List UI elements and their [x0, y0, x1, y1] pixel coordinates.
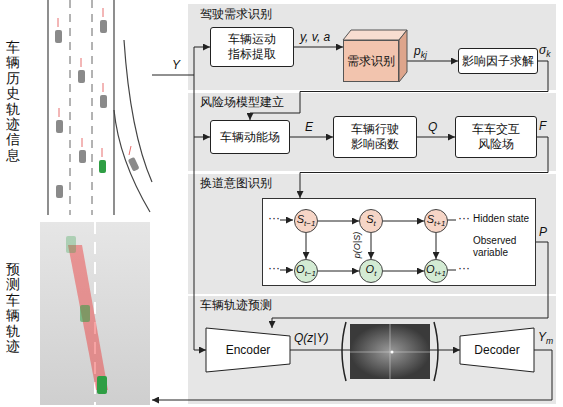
decoder-block: Decoder [460, 328, 534, 372]
node-label: 车辆运动指标提取 [224, 32, 280, 62]
signal-name: Ym [538, 330, 553, 347]
edge-label: σk [539, 43, 551, 60]
ellipsis: ··· [458, 261, 470, 275]
flow-arrow [417, 137, 455, 138]
observed-variable: Ot+1 [424, 259, 448, 283]
edge-label: E [305, 120, 313, 134]
cube-side [399, 30, 407, 82]
edge-label: pkj [414, 44, 427, 61]
node-label: 车车交互风险场 [468, 122, 524, 152]
process-box: 车车交互风险场 [455, 116, 537, 158]
flow-arrow [383, 271, 424, 272]
node-label: St+1 [427, 214, 446, 228]
hidden-state: St+1 [424, 209, 448, 233]
panel-ground [188, 296, 556, 404]
stage-band: 驾驶需求识别车辆运动指标提取需求识别 影响因子求解 [188, 4, 556, 90]
edge-label: p(O|S) [352, 232, 363, 258]
panel-ground [188, 4, 556, 90]
road-illustration [42, 0, 152, 215]
trapezoid [460, 328, 534, 372]
prediction-illustration [40, 222, 150, 405]
flow-arrow [318, 221, 359, 222]
edge-label: F [539, 119, 546, 133]
node-label: St [366, 214, 376, 228]
node-label: Ot [366, 264, 377, 278]
observed-variable: Ot [359, 259, 383, 283]
panel-title: 驾驶需求识别 [200, 7, 272, 21]
ellipsis: ··· [268, 261, 280, 275]
panel-ground [188, 93, 556, 171]
stage-band: 风险场模型建立车辆动能场 车辆行驶影响函数 车车交互风险场 [188, 93, 556, 171]
cube-top [343, 30, 407, 40]
input-trunk [152, 47, 552, 400]
node-label: St−1 [297, 214, 316, 228]
trapezoid [206, 328, 290, 372]
hmm-frame: Hidden stateObserved variable St−1 St St+1O… [262, 198, 536, 286]
observed-variable: Ot−1 [294, 259, 318, 283]
flow-arrow [371, 233, 372, 259]
vertical-caption: 车辆历史轨迹信息 [6, 40, 20, 163]
node-label: Ot+1 [426, 264, 446, 278]
hmm-ground [262, 198, 536, 286]
hidden-state: St−1 [294, 209, 318, 233]
edge-label: P [539, 225, 547, 239]
hidden-state: St [359, 209, 383, 233]
flow-arrow [436, 233, 437, 259]
node-label: 需求识别 [347, 54, 395, 69]
ellipsis: ··· [268, 211, 280, 225]
ellipsis: ··· [458, 211, 470, 225]
cube-box: 需求识别 [343, 40, 399, 82]
node-label: 车辆动能场 [220, 130, 280, 145]
node-label: Ot−1 [296, 264, 316, 278]
process-box: 车辆行驶影响函数 [333, 116, 417, 158]
process-box: 影响因子求解 [458, 48, 538, 74]
panel-title: 车辆轨迹预测 [200, 298, 272, 312]
encoder-block: Encoder [206, 328, 290, 372]
vertical-caption: 预测车辆轨迹 [6, 262, 20, 354]
row-legend: Observed variable [473, 235, 535, 259]
node-label: Decoder [474, 343, 519, 358]
edge-label: y, v, a [300, 30, 330, 44]
panel-ground [188, 174, 556, 294]
panel-title: 换道意图识别 [200, 176, 272, 190]
node-label: 车辆行驶影响函数 [347, 122, 403, 152]
panel-title: 风险场模型建立 [200, 95, 284, 109]
node-label: Encoder [226, 343, 271, 358]
signal-name: Y [172, 58, 180, 72]
flow-arrow [306, 233, 307, 259]
flow-arrow [290, 137, 333, 138]
flow-arrow [294, 47, 343, 48]
edge-label: Q(z|Y) [294, 331, 328, 345]
row-legend: Hidden state [473, 213, 535, 225]
stage-band: 换道意图识别 Hidden stateObserved variable St−1 S… [188, 174, 556, 294]
process-box: 车辆动能场 [210, 120, 290, 154]
node-label: 影响因子求解 [462, 54, 534, 69]
edge-label: Q [428, 120, 437, 134]
flow-arrow [383, 221, 424, 222]
process-box: 车辆运动指标提取 [210, 27, 294, 67]
flow-arrow [399, 61, 458, 62]
flow-arrow [318, 271, 359, 272]
stage-band: 车辆轨迹预测 Encoder Decoder [188, 296, 556, 404]
